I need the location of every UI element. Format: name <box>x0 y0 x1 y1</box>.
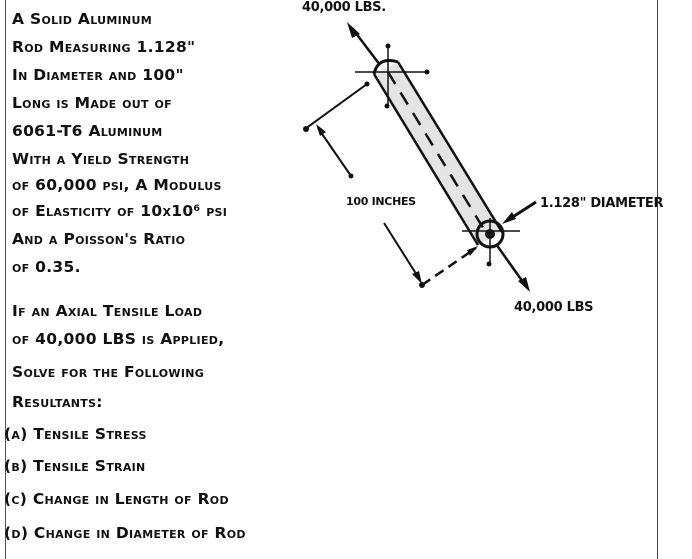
problem-line: Rod Measuring 1.128" <box>12 38 196 56</box>
load-line: Resultants: <box>12 393 103 411</box>
problem-line: With a Yield Strength <box>12 150 190 168</box>
left-margin-line <box>5 0 6 559</box>
load-line: of 40,000 LBS is Applied, <box>12 330 225 348</box>
problem-line: of 60,000 psi, A Modulus <box>12 176 222 194</box>
top-load-label: 40,000 LBS. <box>302 0 386 15</box>
problem-line: And a Poisson's Ratio <box>12 230 186 248</box>
load-line: If an Axial Tensile Load <box>12 302 203 320</box>
resultant-item-c: (c) Change in Length of Rod <box>4 490 229 508</box>
problem-line: A Solid Aluminum <box>12 10 153 28</box>
bottom-load-label: 40,000 LBS <box>514 300 594 315</box>
problem-line: In Diameter and 100" <box>12 66 184 84</box>
dimension-extension-bottom <box>421 246 477 287</box>
problem-line: 6061-T6 Aluminum <box>12 122 163 140</box>
diameter-label: 1.128" DIAMETER <box>540 196 664 211</box>
resultant-item-a: (a) Tensile Stress <box>4 425 147 443</box>
resultant-item-d: (d) Change in Diameter of Rod <box>4 524 246 542</box>
problem-line: Long is Made out of <box>12 94 172 112</box>
rod-body <box>374 62 502 245</box>
problem-line: of 0.35. <box>12 258 81 276</box>
dimension-line-bottom <box>383 222 421 281</box>
load-line: Solve for the Following <box>12 363 205 381</box>
right-margin-line <box>657 0 658 559</box>
dimension-line-top <box>317 127 352 177</box>
resultant-item-b: (b) Tensile Strain <box>4 457 146 475</box>
bottom-load-arrow <box>494 243 527 286</box>
centerline <box>386 71 490 237</box>
dimension-extension-top <box>304 83 368 130</box>
length-label: 100 INCHES <box>346 195 416 208</box>
problem-line: of Elasticity of 10x10⁶ psi <box>12 202 228 220</box>
